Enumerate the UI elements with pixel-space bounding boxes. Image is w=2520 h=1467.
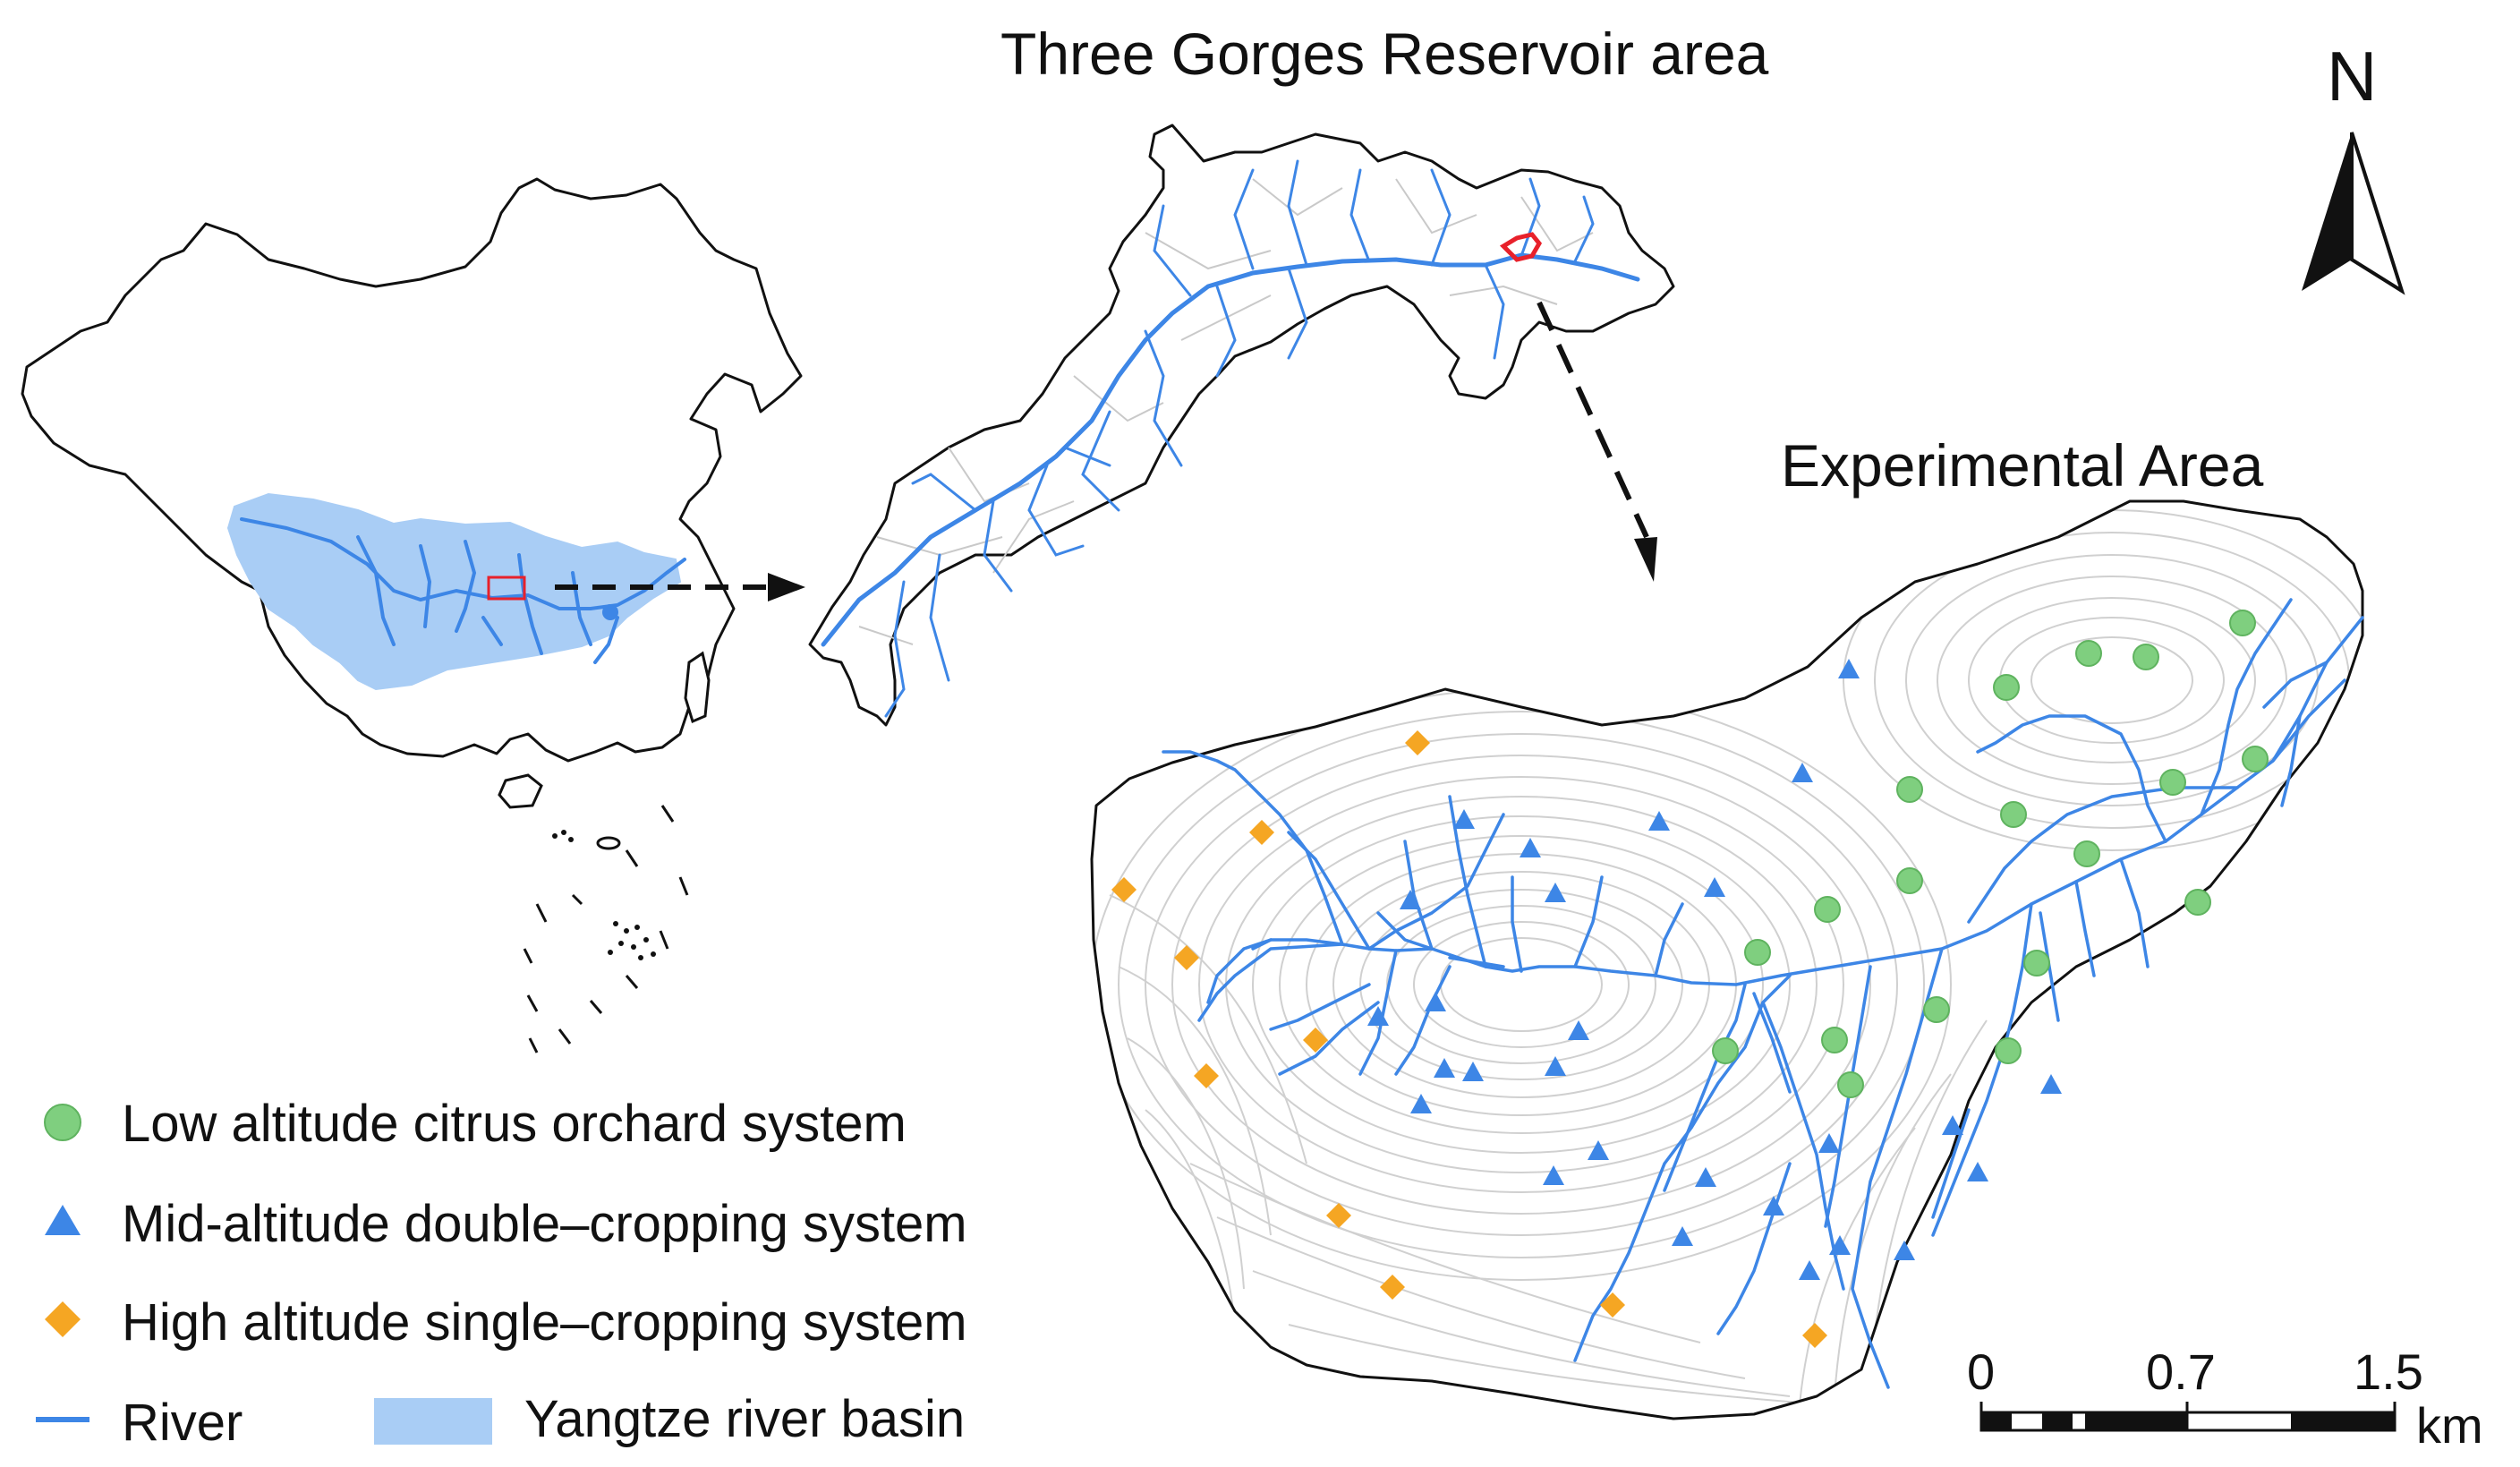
low-site bbox=[1837, 1071, 1864, 1098]
high-site bbox=[1600, 1292, 1625, 1318]
reservoir-title: Three Gorges Reservoir area bbox=[1000, 21, 1769, 87]
mid-altitude-sites bbox=[1367, 659, 2062, 1280]
china-map bbox=[21, 177, 803, 1053]
mid-site bbox=[1818, 1133, 1840, 1153]
mid-site bbox=[1792, 763, 1813, 782]
hainan-outline bbox=[498, 773, 543, 809]
experimental-area-location bbox=[1499, 232, 1543, 262]
legend-label-low: Low altitude citrus orchard system bbox=[122, 1095, 907, 1153]
mid-site bbox=[1588, 1140, 1609, 1160]
mid-site bbox=[1434, 1058, 1455, 1078]
low-site bbox=[2184, 889, 2211, 916]
arrow-reservoir-to-experimental bbox=[1537, 301, 1657, 582]
mid-site bbox=[1462, 1062, 1484, 1081]
low-site bbox=[1821, 1027, 1848, 1053]
scale-tick-max: 1.5 bbox=[2354, 1343, 2423, 1400]
mid-site bbox=[1799, 1260, 1820, 1280]
mid-site bbox=[1829, 1235, 1851, 1255]
mid-site bbox=[1763, 1196, 1784, 1215]
high-site bbox=[1249, 820, 1274, 845]
scale-bar bbox=[1979, 1402, 2397, 1432]
north-label: N bbox=[2327, 37, 2378, 115]
mid-site bbox=[1545, 883, 1566, 902]
mid-site bbox=[1410, 1094, 1432, 1113]
mid-site bbox=[2040, 1074, 2062, 1094]
mid-site bbox=[1367, 1006, 1389, 1026]
legend-label-mid: Mid-altitude double–cropping system bbox=[122, 1195, 967, 1253]
low-site bbox=[1993, 674, 2020, 701]
legend-label-high: High altitude single–cropping system bbox=[122, 1293, 967, 1352]
mid-site bbox=[1425, 992, 1446, 1011]
mid-site bbox=[1543, 1165, 1564, 1185]
legend-triangle-icon bbox=[45, 1205, 81, 1235]
mid-site bbox=[1453, 809, 1475, 829]
mid-site bbox=[1520, 838, 1541, 857]
low-altitude-sites bbox=[1712, 610, 2269, 1098]
experimental-title: Experimental Area bbox=[1781, 432, 2264, 499]
high-site bbox=[1174, 945, 1199, 970]
low-site bbox=[1896, 776, 1923, 803]
mid-site bbox=[1695, 1167, 1716, 1187]
mid-site bbox=[1942, 1115, 1963, 1135]
high-site bbox=[1194, 1063, 1219, 1088]
legend-label-river: River bbox=[122, 1394, 243, 1452]
legend-basin-icon bbox=[374, 1398, 492, 1445]
low-site bbox=[1995, 1037, 2022, 1064]
low-site bbox=[2023, 950, 2050, 977]
high-site bbox=[1303, 1028, 1328, 1053]
high-site bbox=[1802, 1323, 1827, 1348]
low-site bbox=[1814, 896, 1841, 923]
mid-site bbox=[1894, 1241, 1915, 1260]
experimental-area-map bbox=[1090, 499, 2364, 1420]
scale-tick-mid: 0.7 bbox=[2146, 1343, 2216, 1400]
low-site bbox=[1744, 939, 1771, 966]
low-site bbox=[2075, 640, 2102, 667]
high-altitude-sites bbox=[1111, 730, 1827, 1348]
mid-site bbox=[1704, 877, 1725, 897]
mid-site bbox=[1967, 1162, 1988, 1181]
scale-tick-0: 0 bbox=[1967, 1343, 1996, 1400]
mid-site bbox=[1648, 811, 1670, 831]
legend-symbols bbox=[36, 1104, 492, 1445]
low-site bbox=[1923, 996, 1950, 1023]
three-gorges-location-box bbox=[487, 576, 526, 601]
legend-label-basin: Yangtze river basin bbox=[524, 1390, 966, 1448]
low-site bbox=[2000, 801, 2027, 828]
low-site bbox=[2159, 769, 2186, 796]
lake-marker bbox=[602, 604, 618, 620]
low-site bbox=[1712, 1037, 1739, 1064]
mid-site bbox=[1545, 1056, 1566, 1076]
low-site bbox=[1896, 867, 1923, 894]
mid-site bbox=[1672, 1226, 1693, 1246]
low-site bbox=[2229, 610, 2256, 636]
mid-site bbox=[1568, 1020, 1589, 1040]
mid-site bbox=[1838, 659, 1860, 678]
low-site bbox=[2073, 840, 2100, 867]
reservoir-rivers bbox=[821, 159, 1640, 718]
reservoir-outline bbox=[808, 124, 1675, 727]
high-site bbox=[1326, 1203, 1351, 1228]
three-gorges-map bbox=[808, 124, 1675, 727]
high-site bbox=[1380, 1275, 1405, 1300]
south-sea-dots bbox=[552, 830, 656, 960]
low-site bbox=[2133, 644, 2159, 670]
high-site bbox=[1405, 730, 1430, 755]
south-sea-islands bbox=[523, 805, 689, 1053]
legend-circle-icon bbox=[44, 1104, 81, 1141]
high-site bbox=[1111, 877, 1137, 902]
legend-diamond-icon bbox=[45, 1301, 81, 1337]
mid-site bbox=[1400, 890, 1421, 909]
taiwan-outline bbox=[684, 651, 711, 724]
low-site bbox=[2242, 746, 2269, 772]
north-arrow-icon bbox=[2302, 132, 2405, 295]
arrow-china-to-reservoir bbox=[555, 573, 805, 601]
experimental-rivers bbox=[1162, 598, 2364, 1389]
scale-unit: km bbox=[2416, 1397, 2483, 1454]
